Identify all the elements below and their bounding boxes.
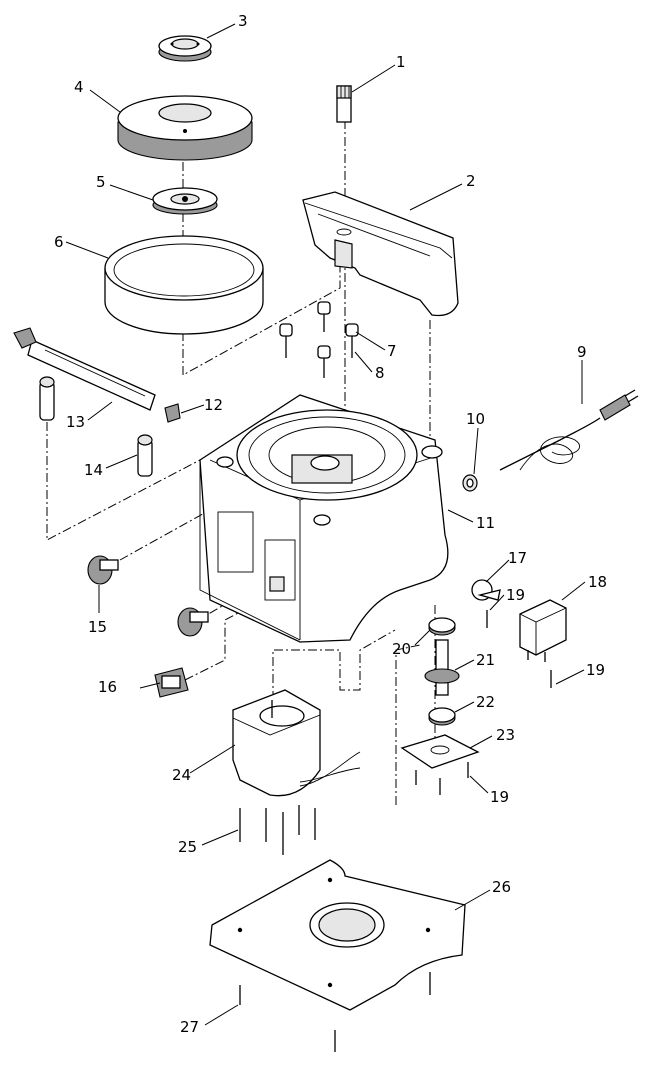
- part-3-center-cap[interactable]: [159, 36, 211, 61]
- part-24-motor[interactable]: [233, 690, 360, 796]
- callout-3: 3: [238, 12, 248, 30]
- callout-15: 15: [88, 618, 107, 636]
- callout-22: 22: [476, 693, 495, 711]
- callout-4: 4: [74, 78, 84, 96]
- part-6-ring[interactable]: [105, 236, 263, 334]
- callout-24: 24: [172, 766, 191, 784]
- part-4-lid[interactable]: [118, 96, 252, 160]
- callout-8: 8: [375, 364, 385, 382]
- part-12-knob[interactable]: [165, 404, 180, 422]
- part-21-gear-shaft[interactable]: [425, 640, 459, 695]
- part-7-8-fasteners[interactable]: [280, 302, 358, 378]
- callout-19a: 19: [506, 586, 525, 604]
- callout-19c: 19: [490, 788, 509, 806]
- callout-7: 7: [387, 342, 397, 360]
- part-25-screws[interactable]: [240, 805, 315, 855]
- callout-18: 18: [588, 573, 607, 591]
- callout-19b: 19: [586, 661, 605, 679]
- part-11-housing[interactable]: [200, 395, 448, 642]
- part-18-relay[interactable]: [520, 600, 566, 662]
- callout-11: 11: [476, 514, 495, 532]
- callout-9: 9: [577, 343, 587, 361]
- part-17-clamp[interactable]: [472, 580, 500, 600]
- part-22-bearing[interactable]: [429, 708, 455, 725]
- callout-6: 6: [54, 233, 64, 251]
- part-5-hub[interactable]: [153, 188, 217, 214]
- callout-21: 21: [476, 651, 495, 669]
- part-23-bracket[interactable]: [402, 735, 478, 768]
- callout-14: 14: [84, 461, 103, 479]
- part-2-hopper[interactable]: [303, 192, 458, 316]
- callout-25: 25: [178, 838, 197, 856]
- callout-13: 13: [66, 413, 85, 431]
- part-26-base-plate[interactable]: [210, 860, 465, 1010]
- part-13-slide-bar[interactable]: [14, 328, 155, 410]
- callout-27: 27: [180, 1018, 199, 1036]
- callout-26: 26: [492, 878, 511, 896]
- callout-1: 1: [396, 53, 406, 71]
- callout-17: 17: [508, 549, 527, 567]
- part-16-switch[interactable]: [155, 668, 188, 697]
- callout-20: 20: [392, 640, 411, 658]
- callout-2: 2: [466, 172, 476, 190]
- part-9-power-cord[interactable]: [500, 390, 638, 470]
- part-1-pin[interactable]: [337, 86, 351, 122]
- callout-16: 16: [98, 678, 117, 696]
- part-10-bushing[interactable]: [463, 475, 477, 491]
- part-20-bearing[interactable]: [429, 618, 455, 635]
- callout-5: 5: [96, 173, 106, 191]
- callout-12: 12: [204, 396, 223, 414]
- callout-10: 10: [466, 410, 485, 428]
- callout-23: 23: [496, 726, 515, 744]
